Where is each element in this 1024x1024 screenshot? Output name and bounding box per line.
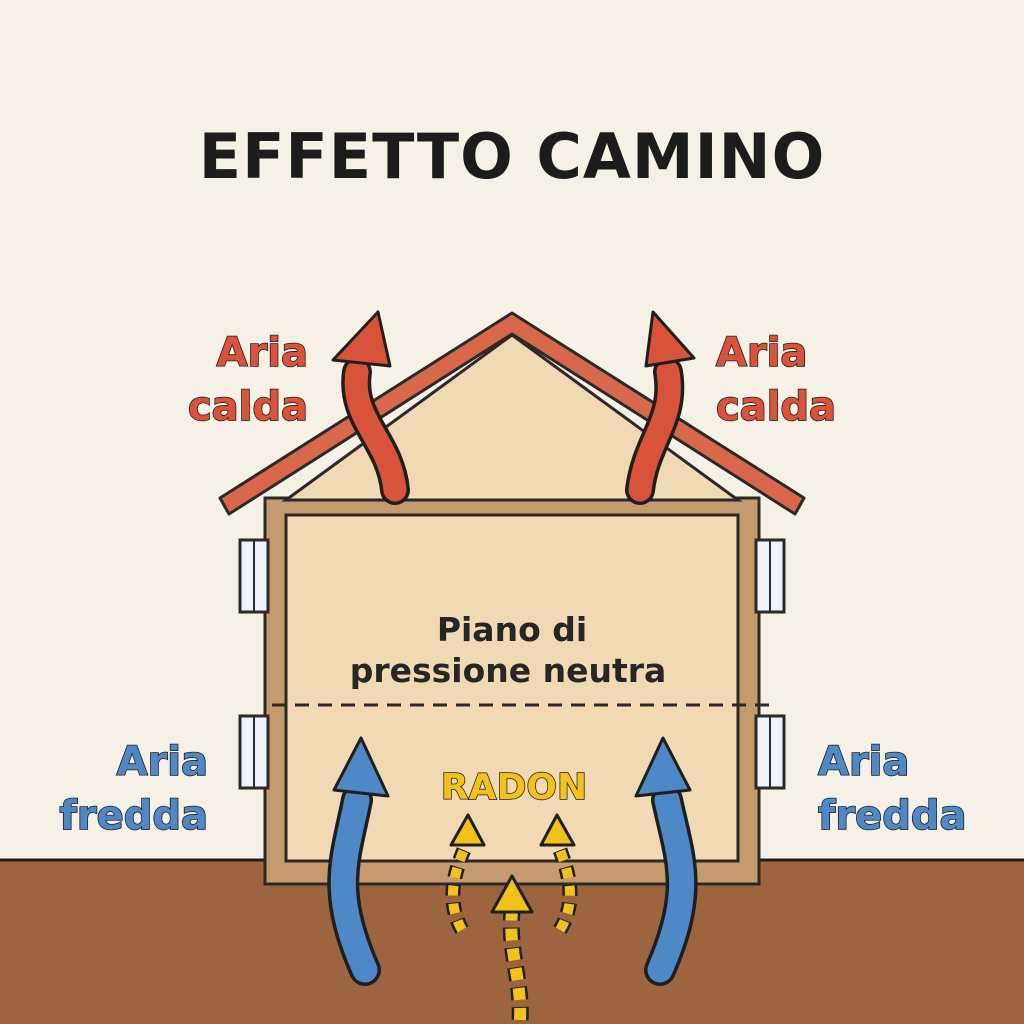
warm-air-label-right-line1: Aria xyxy=(716,330,807,376)
cold-air-label-right-line2: fredda xyxy=(818,793,967,839)
cold-air-label-left-line2: fredda xyxy=(59,793,208,839)
radon-arrow-left xyxy=(445,813,486,934)
cold-air-arrow-right xyxy=(634,736,698,986)
window-right-lower xyxy=(754,714,786,790)
window-left-upper xyxy=(238,538,270,614)
radon-arrow-right xyxy=(539,813,578,934)
radon-arrow-center xyxy=(490,874,534,1021)
diagram-title: EFFETTO CAMINO xyxy=(199,120,826,193)
cold-air-arrow-left xyxy=(327,736,390,986)
warm-air-arrow-right xyxy=(625,310,696,505)
roof xyxy=(218,311,806,516)
warm-air-arrow-left xyxy=(331,310,410,505)
cold-air-label-left-line1: Aria xyxy=(117,739,208,785)
warm-air-label-left-line2: calda xyxy=(188,384,308,430)
neutral-plane-label-line2: pressione neutra xyxy=(350,651,667,690)
warm-air-label-left-line1: Aria xyxy=(217,330,308,376)
neutral-plane-label-line1: Piano di xyxy=(437,610,587,649)
radon-label: RADON xyxy=(441,767,587,808)
window-left-lower xyxy=(238,714,270,790)
cold-air-label-right-line1: Aria xyxy=(818,739,909,785)
warm-air-label-right-line2: calda xyxy=(716,384,836,430)
window-right-upper xyxy=(754,538,786,614)
